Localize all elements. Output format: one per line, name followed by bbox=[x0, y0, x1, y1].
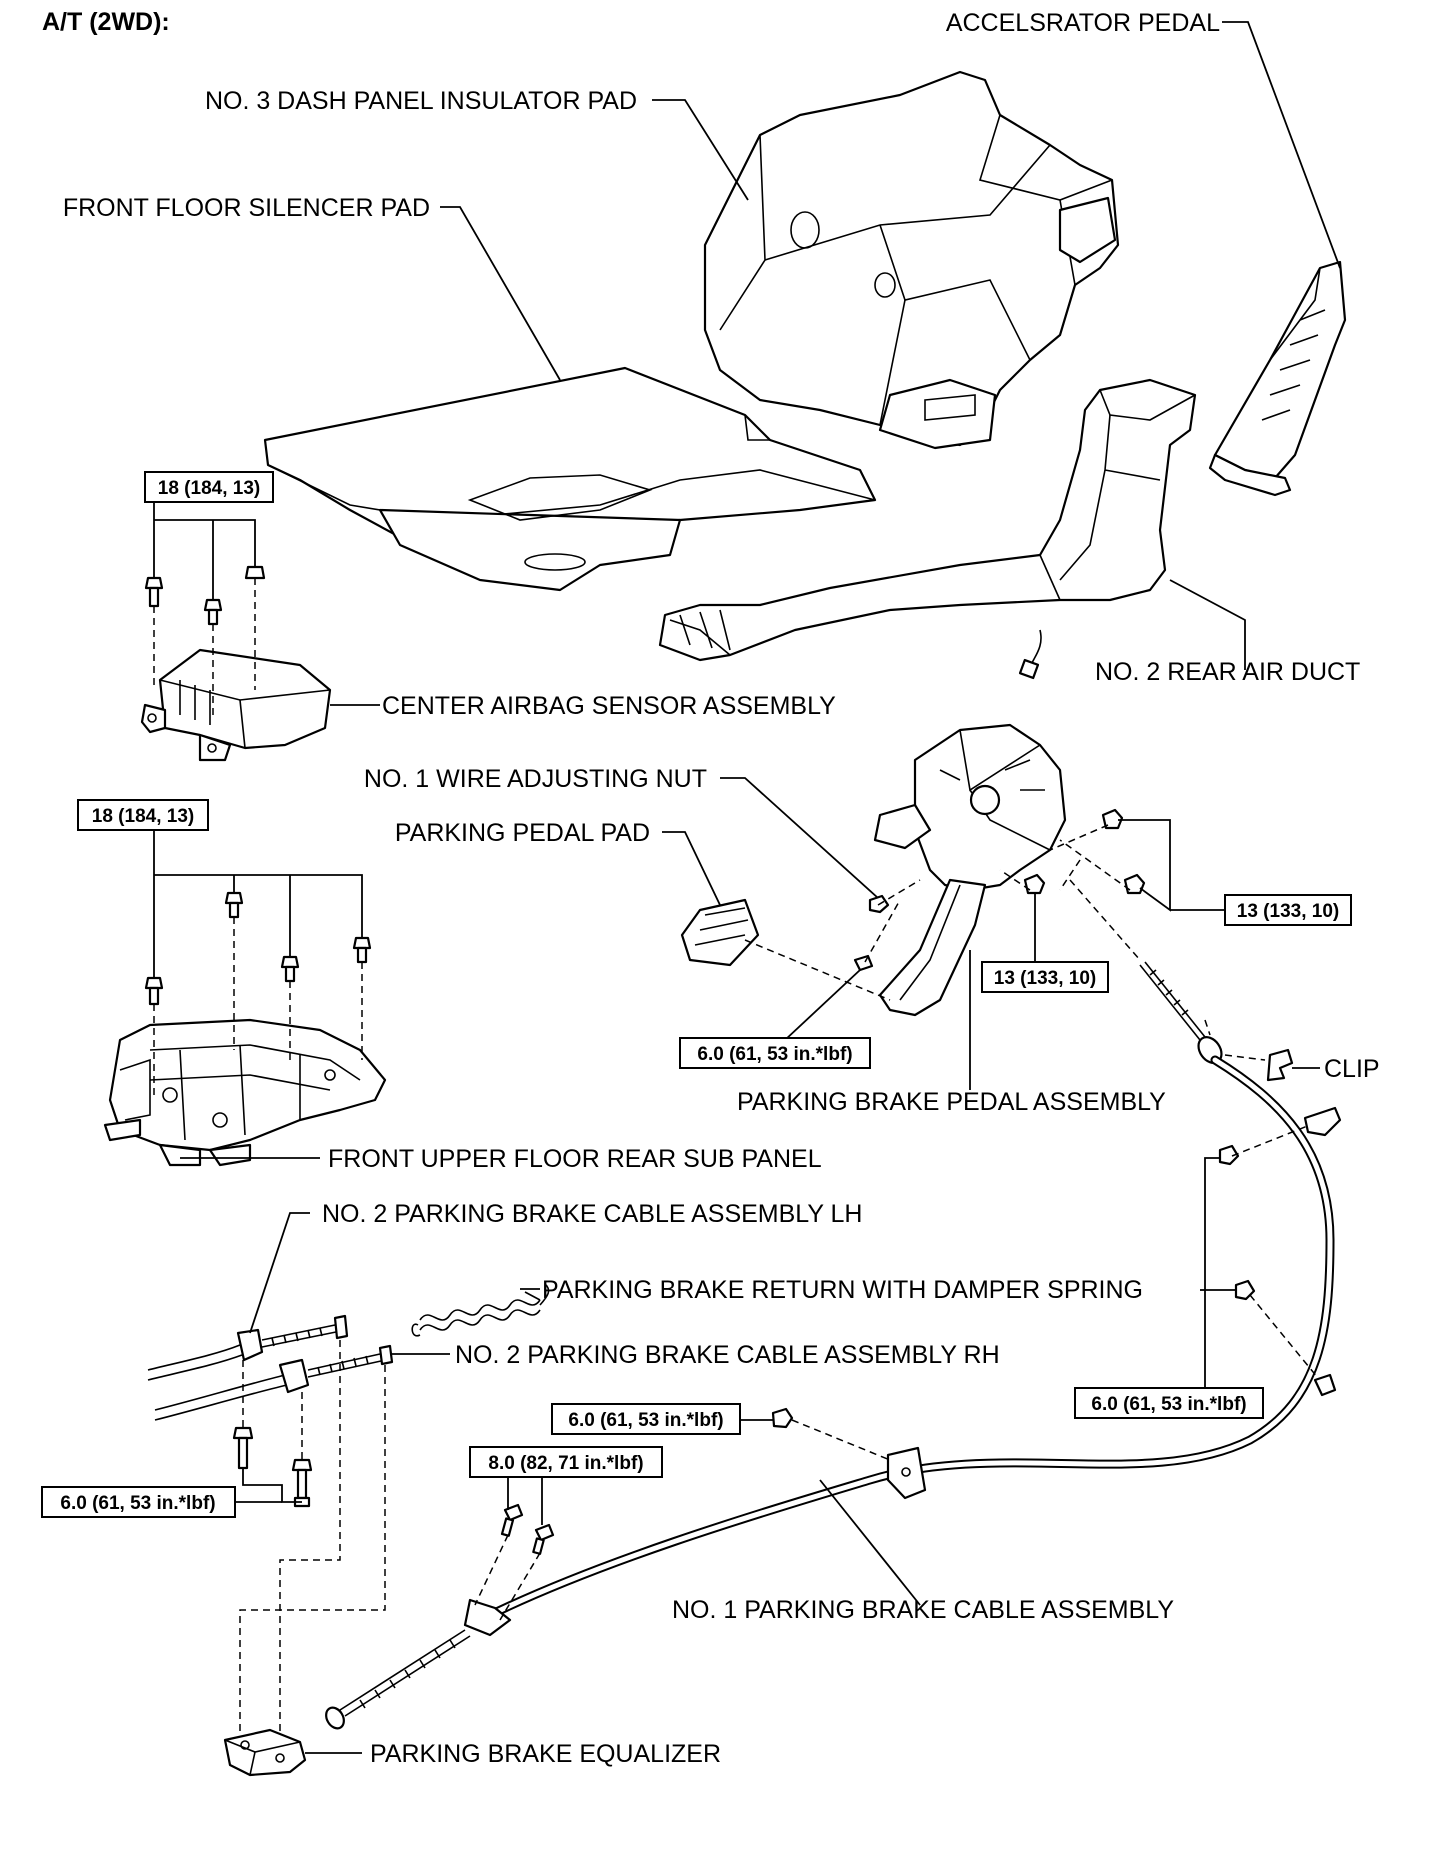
label-accelerator-pedal: ACCELSRATOR PEDAL bbox=[946, 9, 1220, 37]
torque-box-sub-panel: 18 (184, 13) bbox=[77, 799, 209, 831]
center-airbag-sensor-drawing bbox=[140, 648, 332, 762]
torque-label-pedal-b: 13 (133, 10) bbox=[994, 968, 1096, 989]
torque-box-airbag: 18 (184, 13) bbox=[144, 471, 274, 503]
no1-parking-brake-cable-drawing bbox=[325, 1055, 1342, 1730]
label-dash-insulator-pad: NO. 3 DASH PANEL INSULATOR PAD bbox=[205, 87, 637, 115]
bolt bbox=[144, 976, 164, 1006]
cable-clamp-nuts bbox=[1218, 1144, 1256, 1301]
label-front-floor-silencer-pad: FRONT FLOOR SILENCER PAD bbox=[63, 194, 430, 222]
clip-drawing bbox=[1266, 1048, 1294, 1082]
no2-rear-air-duct-drawing bbox=[658, 378, 1197, 662]
lh-rh-bolts bbox=[232, 1426, 313, 1508]
diagram-title: A/T (2WD): bbox=[42, 8, 170, 36]
bolt bbox=[232, 1426, 254, 1470]
torque-label-lh-rh: 6.0 (61, 53 in.*lbf) bbox=[60, 1493, 215, 1514]
torque-box-pedal-a: 13 (133, 10) bbox=[1224, 894, 1352, 926]
cable-end-pedal bbox=[1139, 961, 1223, 1064]
bolt bbox=[352, 936, 372, 964]
label-no2-cable-rh: NO. 2 PARKING BRAKE CABLE ASSEMBLY RH bbox=[455, 1341, 1000, 1369]
no2-cable-lh-drawing bbox=[147, 1314, 349, 1381]
label-return-spring: PARKING BRAKE RETURN WITH DAMPER SPRING bbox=[542, 1276, 1143, 1304]
dash-panel-insulator-pad-drawing bbox=[703, 70, 1120, 450]
torque-label-adjusting-nut: 6.0 (61, 53 in.*lbf) bbox=[697, 1044, 852, 1065]
torque-box-cable-bolts: 8.0 (82, 71 in.*lbf) bbox=[469, 1446, 663, 1478]
label-parking-pedal-pad: PARKING PEDAL PAD bbox=[395, 819, 650, 847]
no2-cable-rh-drawing bbox=[154, 1344, 394, 1421]
torque-box-lh-rh: 6.0 (61, 53 in.*lbf) bbox=[41, 1486, 236, 1518]
torque-label-cable-clamp: 6.0 (61, 53 in.*lbf) bbox=[1091, 1394, 1246, 1415]
accelerator-pedal-drawing bbox=[1208, 260, 1347, 497]
bolt bbox=[291, 1458, 313, 1508]
torque-box-cable-clamp: 6.0 (61, 53 in.*lbf) bbox=[1074, 1387, 1264, 1419]
bolt bbox=[144, 576, 164, 608]
torque-label-cable-bracket: 6.0 (61, 53 in.*lbf) bbox=[568, 1410, 723, 1431]
torque-label-pedal-a: 13 (133, 10) bbox=[1237, 901, 1339, 922]
return-spring-drawing bbox=[411, 1283, 550, 1337]
front-upper-floor-rear-sub-panel-drawing bbox=[103, 1018, 387, 1167]
torque-label-sub-panel: 18 (184, 13) bbox=[92, 806, 194, 827]
bolt bbox=[280, 955, 300, 983]
cable-bracket-nut bbox=[771, 1407, 794, 1429]
torque-label-cable-bolts: 8.0 (82, 71 in.*lbf) bbox=[488, 1453, 643, 1474]
sub-panel-bolts bbox=[144, 891, 372, 1006]
label-no2-cable-lh: NO. 2 PARKING BRAKE CABLE ASSEMBLY LH bbox=[322, 1200, 862, 1228]
nut bbox=[244, 565, 266, 580]
label-clip: CLIP bbox=[1324, 1055, 1380, 1083]
torque-box-adjusting-nut: 6.0 (61, 53 in.*lbf) bbox=[679, 1037, 871, 1069]
duct-connector bbox=[1018, 629, 1042, 680]
airbag-bolts bbox=[144, 565, 266, 626]
parking-brake-pedal-assembly-drawing bbox=[873, 723, 1067, 1017]
cable-bolts bbox=[500, 1503, 555, 1555]
label-parking-brake-equalizer: PARKING BRAKE EQUALIZER bbox=[370, 1740, 721, 1768]
label-no1-cable: NO. 1 PARKING BRAKE CABLE ASSEMBLY bbox=[672, 1596, 1174, 1624]
torque-label-airbag: 18 (184, 13) bbox=[158, 478, 260, 499]
front-floor-silencer-pad-drawing bbox=[263, 366, 877, 592]
bolt bbox=[203, 598, 223, 626]
adjusting-nut-small bbox=[853, 954, 874, 972]
label-front-upper-floor-rear-sub-panel: FRONT UPPER FLOOR REAR SUB PANEL bbox=[328, 1145, 822, 1173]
bolt bbox=[224, 891, 244, 919]
torque-box-cable-bracket: 6.0 (61, 53 in.*lbf) bbox=[551, 1403, 741, 1435]
label-parking-brake-pedal-assembly: PARKING BRAKE PEDAL ASSEMBLY bbox=[737, 1088, 1166, 1116]
parking-brake-equalizer-drawing bbox=[223, 1728, 307, 1777]
label-center-airbag-sensor: CENTER AIRBAG SENSOR ASSEMBLY bbox=[382, 692, 836, 720]
parking-pedal-pad-drawing bbox=[680, 898, 760, 967]
label-wire-adjusting-nut: NO. 1 WIRE ADJUSTING NUT bbox=[364, 765, 707, 793]
torque-box-pedal-b: 13 (133, 10) bbox=[981, 961, 1109, 993]
label-no2-rear-air-duct: NO. 2 REAR AIR DUCT bbox=[1095, 658, 1360, 686]
